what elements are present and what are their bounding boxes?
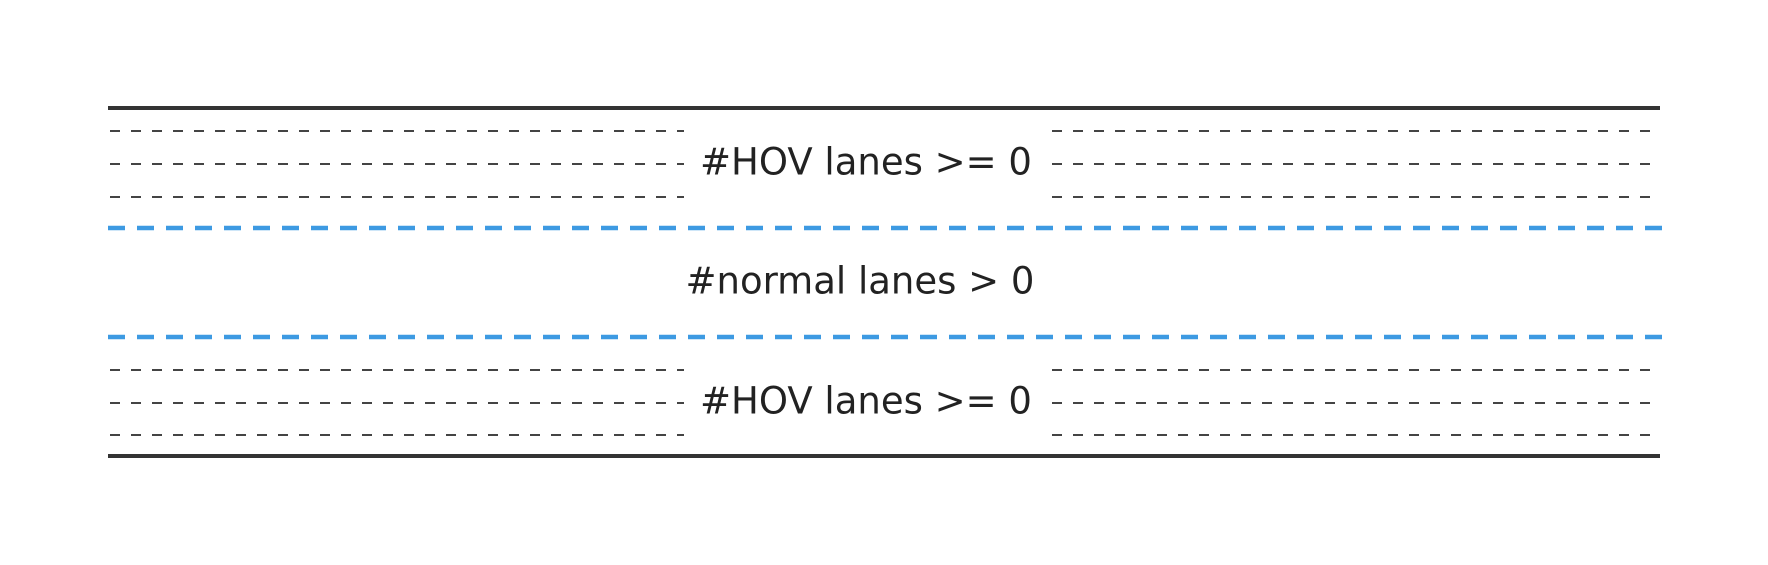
normal-lanes-label: #normal lanes > 0 bbox=[686, 260, 1035, 303]
top-hov-lanes-left bbox=[110, 130, 684, 198]
top-hov-label: #HOV lanes >= 0 bbox=[700, 141, 1032, 184]
bottom-hov-label: #HOV lanes >= 0 bbox=[700, 380, 1032, 423]
bottom-hov-lanes-left bbox=[110, 369, 684, 436]
bottom-hov-lanes-right bbox=[1052, 369, 1654, 436]
top-hov-lanes-right bbox=[1052, 130, 1654, 198]
